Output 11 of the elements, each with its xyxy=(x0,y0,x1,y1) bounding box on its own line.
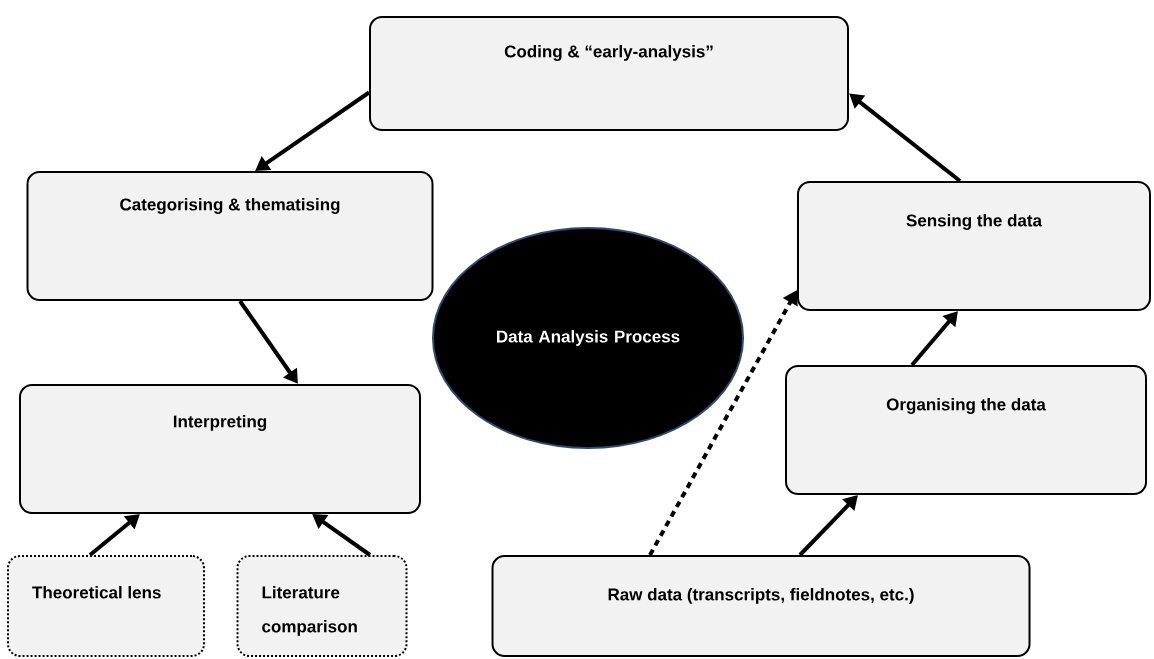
arrow xyxy=(88,514,140,557)
process-box: Categorising & thematising xyxy=(26,171,434,301)
process-box: Organising the data xyxy=(785,365,1147,495)
process-box: Sensing the data xyxy=(797,181,1151,311)
arrow xyxy=(798,495,858,557)
process-box: Raw data (transcripts, fieldnotes, etc.) xyxy=(491,555,1031,657)
note-box: Literature comparison xyxy=(236,555,408,657)
process-box: Interpreting xyxy=(19,384,421,514)
arrow xyxy=(910,311,958,367)
process-box: Coding & “early-analysis” xyxy=(369,16,849,131)
note-box: Theoretical lens xyxy=(7,555,205,657)
